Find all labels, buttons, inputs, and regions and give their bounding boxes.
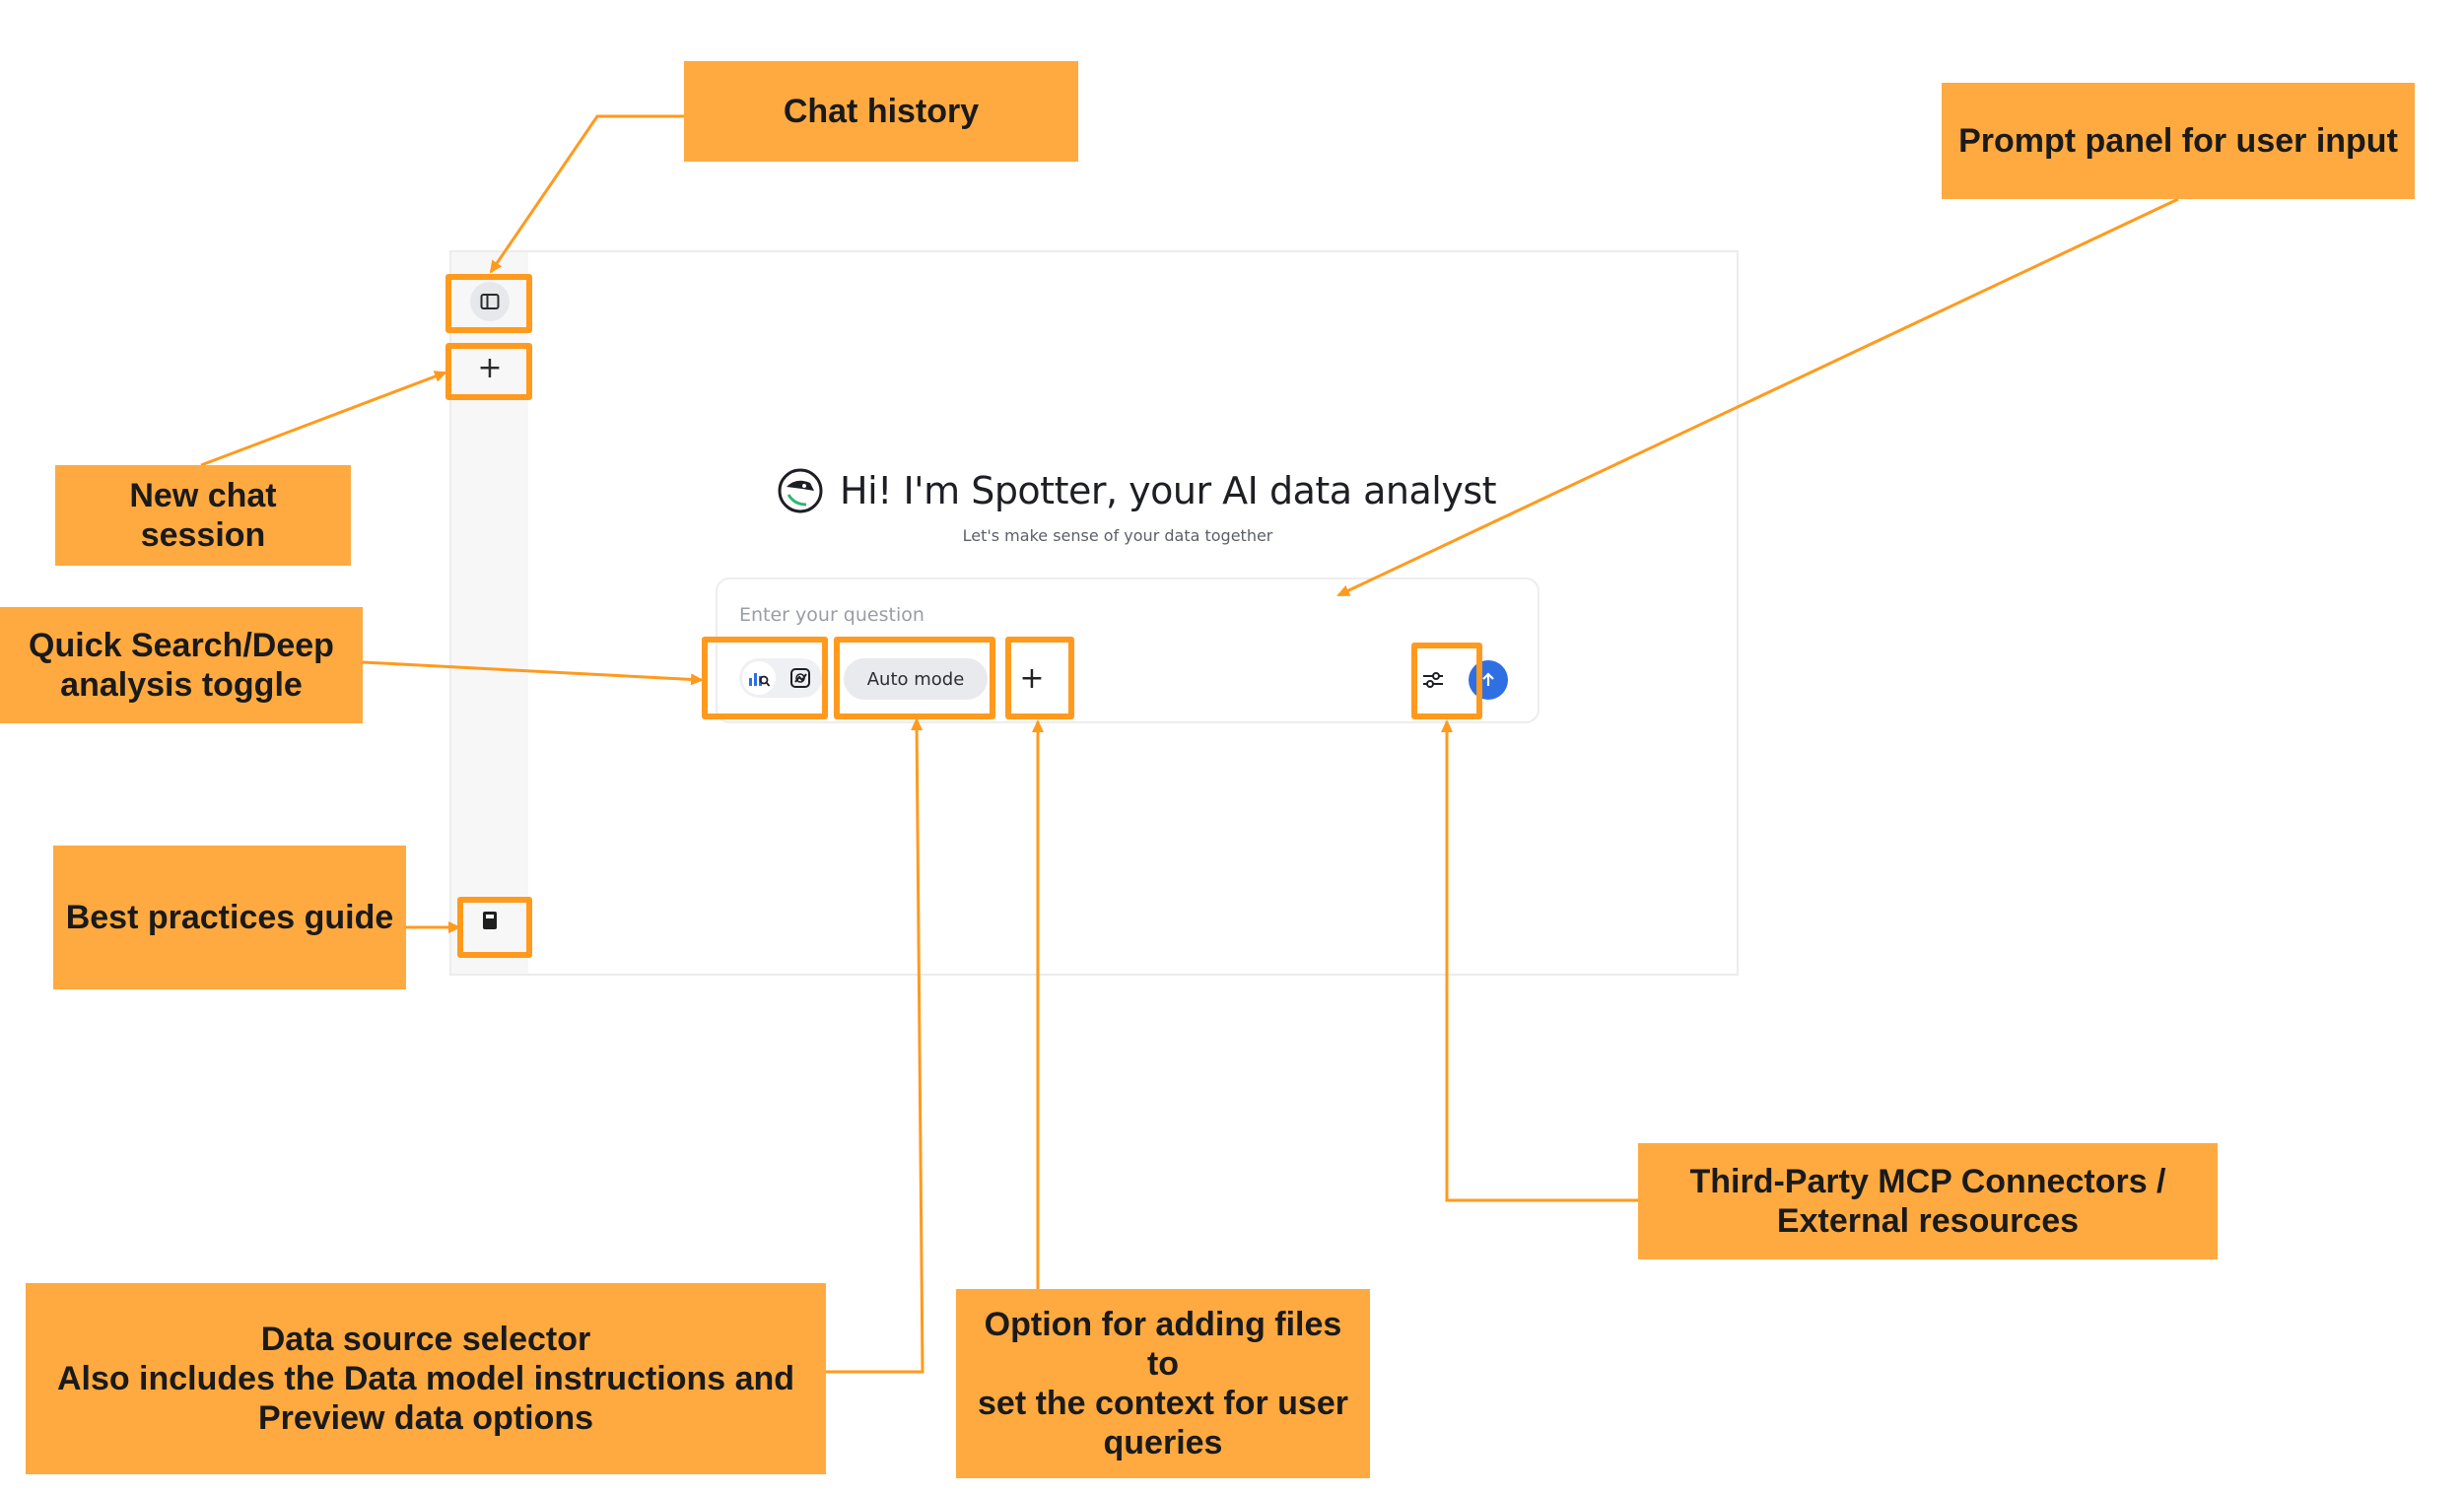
greeting-subtitle: Let's make sense of your data together	[962, 526, 1273, 545]
new-chat-highlight	[445, 343, 532, 400]
book-icon	[483, 912, 497, 929]
deep-analysis-icon	[790, 668, 810, 688]
new-chat-button[interactable]: +	[470, 349, 510, 388]
mcp-connectors-callout: Third-Party MCP Connectors / External re…	[1638, 1143, 2218, 1259]
deep-analysis-option[interactable]	[784, 661, 817, 695]
question-input[interactable]	[739, 601, 1508, 629]
add-files-callout: Option for adding files to set the conte…	[956, 1289, 1370, 1478]
sidebar-panel-icon	[480, 294, 500, 309]
chat-history-callout: Chat history	[684, 61, 1078, 162]
chat-history-highlight	[445, 274, 532, 333]
plus-icon: +	[477, 351, 503, 385]
quick-deep-toggle[interactable]	[739, 658, 822, 698]
mcp-highlight	[1411, 643, 1482, 719]
greeting-title: Hi! I'm Spotter, your AI data analyst	[840, 469, 1497, 512]
add-files-highlight	[1005, 637, 1074, 719]
data-source-callout: Data source selector Also includes the D…	[26, 1283, 826, 1474]
best-practices-button[interactable]	[470, 901, 510, 940]
chat-history-button[interactable]	[470, 282, 510, 321]
best-practices-callout: Best practices guide	[53, 846, 406, 989]
chart-search-icon	[749, 673, 771, 687]
mode-toggle-highlight	[702, 637, 828, 719]
send-button[interactable]	[1469, 660, 1508, 700]
plus-icon: +	[1019, 661, 1045, 696]
sliders-icon	[1423, 672, 1443, 688]
prompt-panel-callout: Prompt panel for user input	[1942, 83, 2415, 199]
arrow-up-icon	[1482, 672, 1494, 686]
new-chat-callout: New chat session	[55, 465, 351, 566]
mcp-connectors-button[interactable]	[1413, 660, 1453, 700]
quick-search-option[interactable]	[742, 661, 776, 695]
sidebar: +	[451, 252, 528, 974]
spotter-app-window: + Hi! I'm Spotter, your AI data analyst …	[449, 250, 1739, 976]
add-files-button[interactable]: +	[1013, 660, 1051, 698]
greeting-header: Hi! I'm Spotter, your AI data analyst	[777, 461, 1545, 520]
mode-toggle-callout: Quick Search/Deep analysis toggle	[0, 607, 363, 723]
spotter-logo-icon	[778, 468, 823, 513]
data-source-selector[interactable]: Auto mode	[844, 658, 988, 700]
prompt-panel: Auto mode +	[716, 577, 1540, 723]
data-source-highlight	[834, 637, 995, 719]
